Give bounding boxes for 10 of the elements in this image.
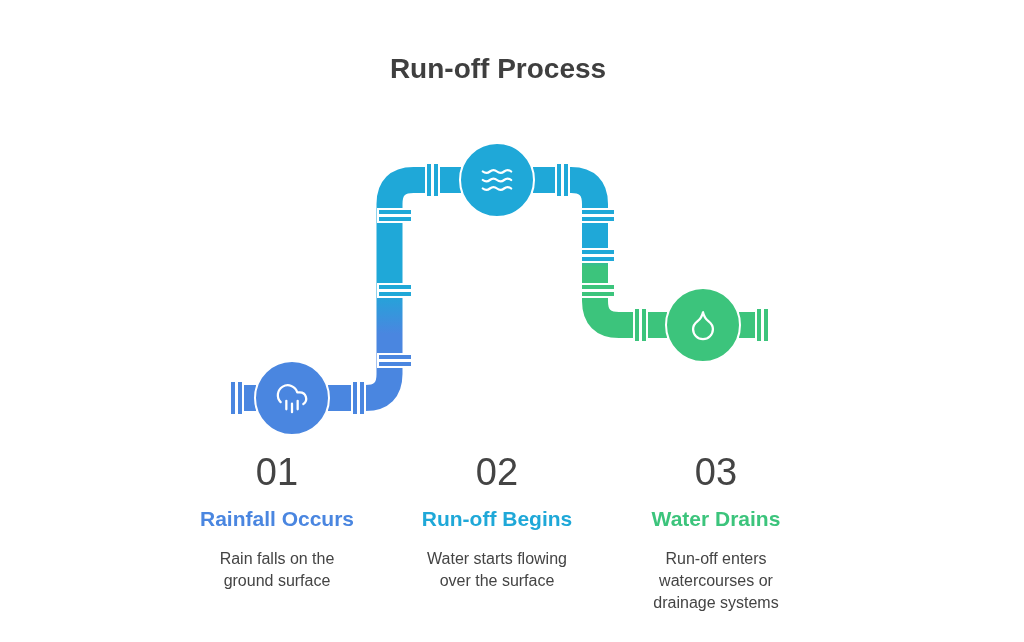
step-heading: Water Drains	[651, 506, 781, 532]
title: Run-off Process	[388, 52, 608, 86]
step-heading: Run-off Begins	[421, 506, 573, 532]
step-description: Water starts flowing over the surface	[426, 549, 568, 591]
step-description: Rain falls on the ground surface	[218, 549, 336, 591]
step-description: Run-off enters watercourses or drainage systems	[652, 549, 780, 613]
step-number: 01	[255, 452, 299, 492]
step-number: 02	[475, 452, 519, 492]
step-number: 03	[694, 452, 738, 492]
step-heading: Rainfall Occurs	[199, 506, 355, 532]
